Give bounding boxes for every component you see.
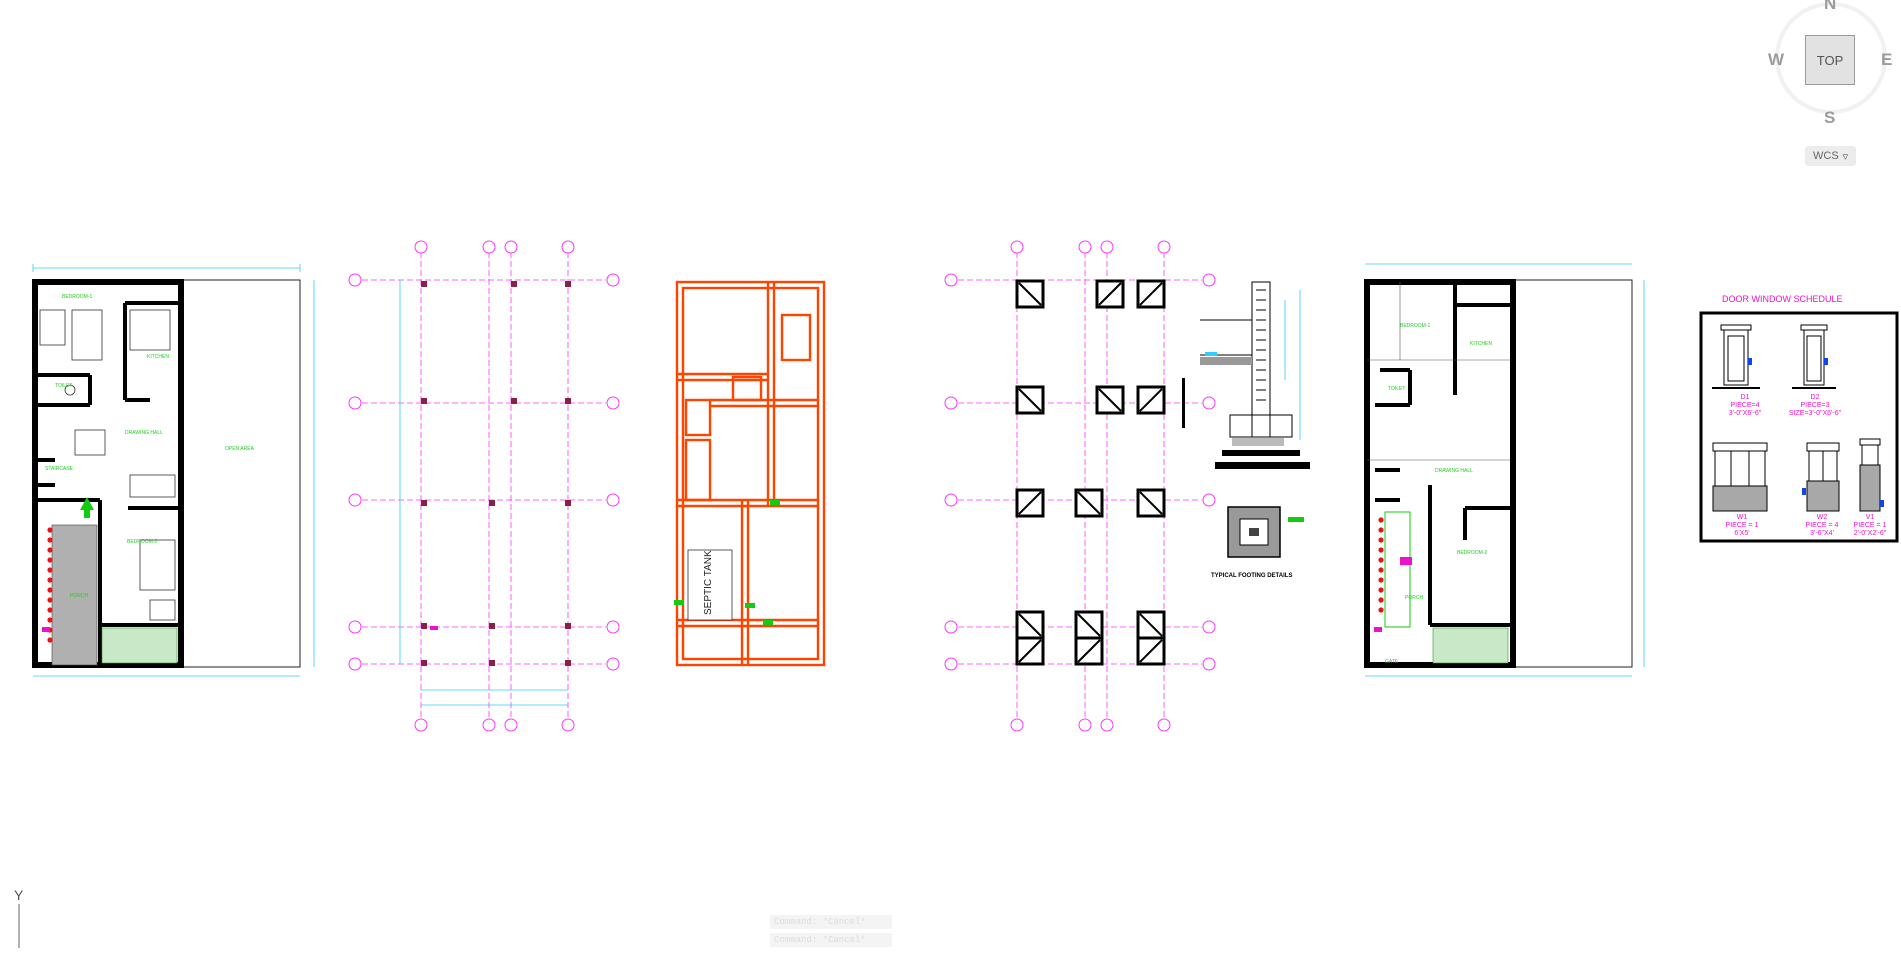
svg-text:DRAWING HALL: DRAWING HALL [1435, 468, 1473, 474]
svg-text:3'-6"X4': 3'-6"X4' [1810, 530, 1834, 537]
ucs-y-label: Y [14, 887, 24, 903]
command-history-line: Command: *Cancel* [770, 933, 892, 947]
svg-text:BEDROOM-2: BEDROOM-2 [127, 539, 158, 545]
footing-section-detail: TYPICAL FOOTING DETAILS [1182, 281, 1310, 579]
svg-text:W1: W1 [1737, 514, 1748, 521]
svg-text:PIECE = 1: PIECE = 1 [1854, 522, 1887, 529]
ucs-icon: Y X [14, 886, 84, 953]
viewcube[interactable]: N W E S TOP WCS ▿ [1768, 0, 1894, 170]
svg-text:OPEN AREA: OPEN AREA [225, 446, 255, 452]
svg-text:3'-0"X6'-6": 3'-0"X6'-6" [1729, 410, 1762, 417]
viewcube-south[interactable]: S [1824, 108, 1836, 127]
svg-text:KITCHEN: KITCHEN [1470, 341, 1492, 347]
svg-text:PIECE = 4: PIECE = 4 [1806, 522, 1839, 529]
svg-text:DRAWING HALL: DRAWING HALL [125, 430, 163, 436]
svg-text:V1: V1 [1866, 514, 1875, 521]
svg-text:TOILET: TOILET [55, 383, 72, 389]
svg-text:D2: D2 [1811, 394, 1820, 401]
viewcube-top-label: TOP [1816, 52, 1844, 68]
foundation-plan: SEPTIC TANK [674, 280, 826, 667]
svg-text:PIECE=3: PIECE=3 [1801, 402, 1830, 409]
svg-text:W2: W2 [1817, 514, 1828, 521]
floor-plan-right: BEDROOM-1 KITCHEN TOILET DRAWING HALL BE… [1364, 263, 1645, 677]
chevron-down-icon: ▿ [1842, 150, 1849, 163]
floor-plan-left: OPEN AREA [32, 264, 315, 677]
svg-text:BEDROOM-1: BEDROOM-1 [62, 294, 93, 300]
svg-text:PORCH: PORCH [70, 593, 88, 599]
svg-text:DOOR WINDOW SCHEDULE: DOOR WINDOW SCHEDULE [1722, 294, 1843, 304]
svg-text:D1: D1 [1741, 394, 1750, 401]
svg-text:SIZE=3'-0"X6'-6": SIZE=3'-0"X6'-6" [1789, 410, 1842, 417]
column-layout-plan [348, 240, 620, 732]
wcs-label: WCS [1813, 150, 1839, 162]
svg-text:KITCHEN: KITCHEN [147, 354, 169, 360]
svg-text:SEPTIC TANK: SEPTIC TANK [703, 550, 714, 615]
svg-text:BEDROOM-1: BEDROOM-1 [1400, 323, 1431, 329]
command-history-line: Command: *Cancel* [770, 915, 892, 929]
svg-text:TYPICAL FOOTING DETAILS: TYPICAL FOOTING DETAILS [1211, 573, 1292, 579]
door-window-schedule: DOOR WINDOW SCHEDULE D1 PIECE=4 3'-0"X6'… [1699, 294, 1899, 543]
viewcube-east[interactable]: E [1881, 50, 1893, 69]
svg-text:BEDROOM-2: BEDROOM-2 [1457, 550, 1488, 556]
svg-text:STAIRCASE: STAIRCASE [45, 466, 74, 472]
viewcube-top-face[interactable]: TOP [1805, 35, 1855, 85]
viewcube-west[interactable]: W [1768, 50, 1785, 69]
footing-plan [944, 240, 1216, 732]
viewcube-north[interactable]: N [1824, 0, 1837, 13]
svg-text:PIECE = 1: PIECE = 1 [1726, 522, 1759, 529]
svg-text:PIECE=4: PIECE=4 [1731, 402, 1760, 409]
wcs-dropdown[interactable]: WCS ▿ [1805, 146, 1857, 166]
svg-text:PORCH: PORCH [1405, 595, 1423, 601]
viewcube-compass-ring[interactable] [1775, 2, 1887, 114]
svg-text:TOILET: TOILET [1388, 386, 1405, 392]
svg-text:6'X5': 6'X5' [1734, 530, 1749, 537]
svg-text:2'-0"X2'-6": 2'-0"X2'-6" [1854, 530, 1887, 537]
svg-text:GATE: GATE [1385, 659, 1399, 665]
